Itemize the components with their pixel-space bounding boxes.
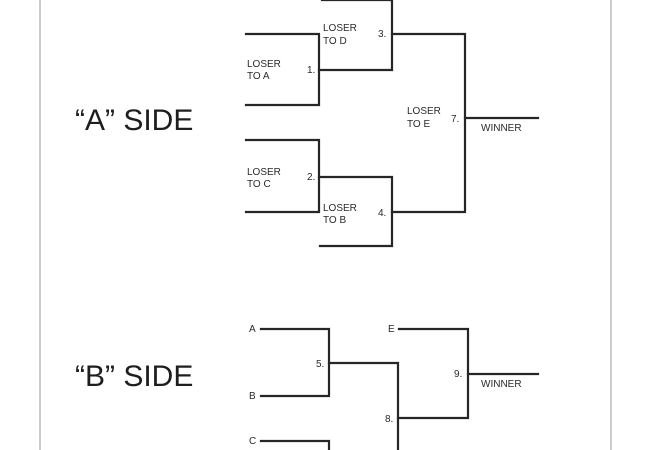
- match-4-label-line2: TO B: [323, 215, 346, 226]
- match-2-label-line1: LOSER: [247, 167, 281, 178]
- match-3-label-line2: TO D: [323, 36, 347, 47]
- match-6-upper-slot: [259, 439, 331, 450]
- match-8-upper-slot: [327, 361, 400, 450]
- match-7-label-line1: LOSER: [407, 106, 441, 117]
- side-a-winner-label: WINNER: [481, 123, 522, 134]
- side-b-winner-label: WINNER: [481, 379, 522, 390]
- match-7-bracket: [390, 32, 467, 214]
- match-5-number: 5.: [316, 359, 324, 370]
- match-2-number: 2.: [307, 172, 315, 183]
- team-b-label: B: [249, 391, 256, 402]
- match-8-number: 8.: [385, 414, 393, 425]
- side-a-title: “A” SIDE: [75, 104, 193, 137]
- match-1-label-line2: TO A: [247, 71, 270, 82]
- side-b-title: “B” SIDE: [75, 360, 193, 393]
- match-9-number: 9.: [454, 369, 462, 380]
- match-4-label-line1: LOSER: [323, 203, 357, 214]
- match-3-number: 3.: [378, 29, 386, 40]
- match-2-label-line2: TO C: [247, 179, 271, 190]
- match-7-label-line2: TO E: [407, 119, 430, 130]
- match-1-label-line1: LOSER: [247, 59, 281, 70]
- team-a-label: A: [249, 324, 256, 335]
- team-e-label: E: [388, 324, 395, 335]
- match-1-number: 1.: [307, 65, 315, 76]
- match-1-bracket: [244, 32, 321, 107]
- team-c-label: C: [249, 436, 256, 447]
- match-4-bracket: [317, 175, 394, 248]
- match-3-label-line1: LOSER: [323, 23, 357, 34]
- side-a-bracket: [244, 0, 540, 248]
- side-b-bracket: [259, 327, 540, 450]
- match-4-number: 4.: [378, 208, 386, 219]
- match-7-number: 7.: [451, 114, 459, 125]
